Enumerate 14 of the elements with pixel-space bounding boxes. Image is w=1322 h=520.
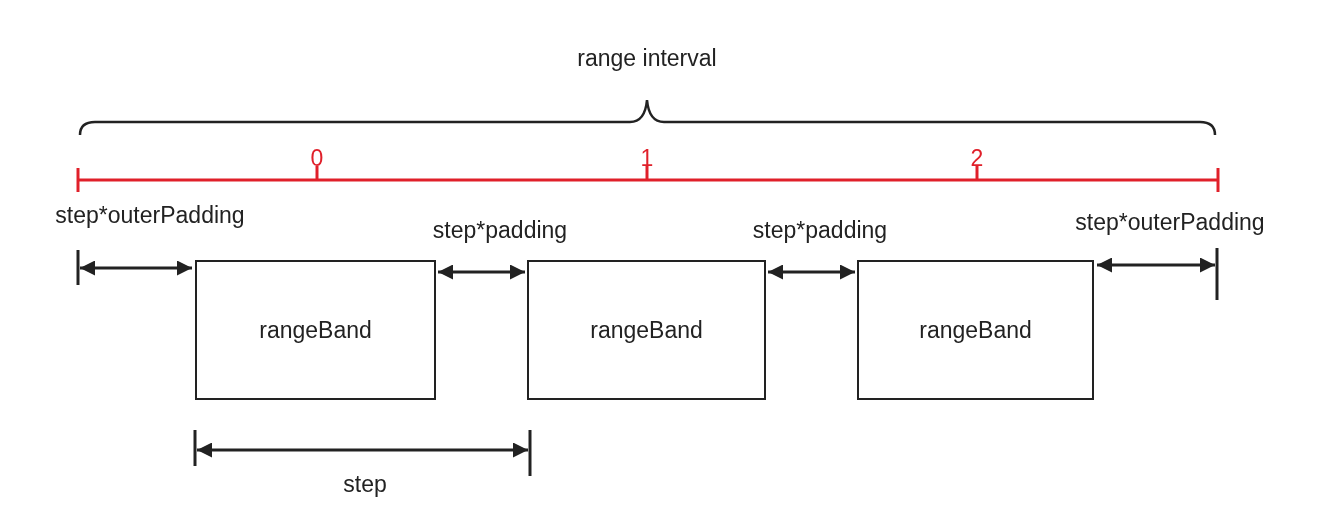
brace-label: range interval [577,46,717,72]
tick-label: 1 [640,146,654,172]
band-box: rangeBand [857,260,1094,400]
dimension-label: step*outerPadding [55,203,245,229]
dimension-label: step [343,472,387,498]
edge-label: step*padding [752,218,888,244]
double-arrow [768,264,855,280]
double-arrow [438,264,525,280]
band-box: rangeBand [527,260,766,400]
tick-label: 2 [970,146,984,172]
edge-label: step*padding [432,218,568,244]
tick-label: 0 [310,146,324,172]
dimension-label: step*outerPadding [1075,210,1265,236]
band-box: rangeBand [195,260,436,400]
